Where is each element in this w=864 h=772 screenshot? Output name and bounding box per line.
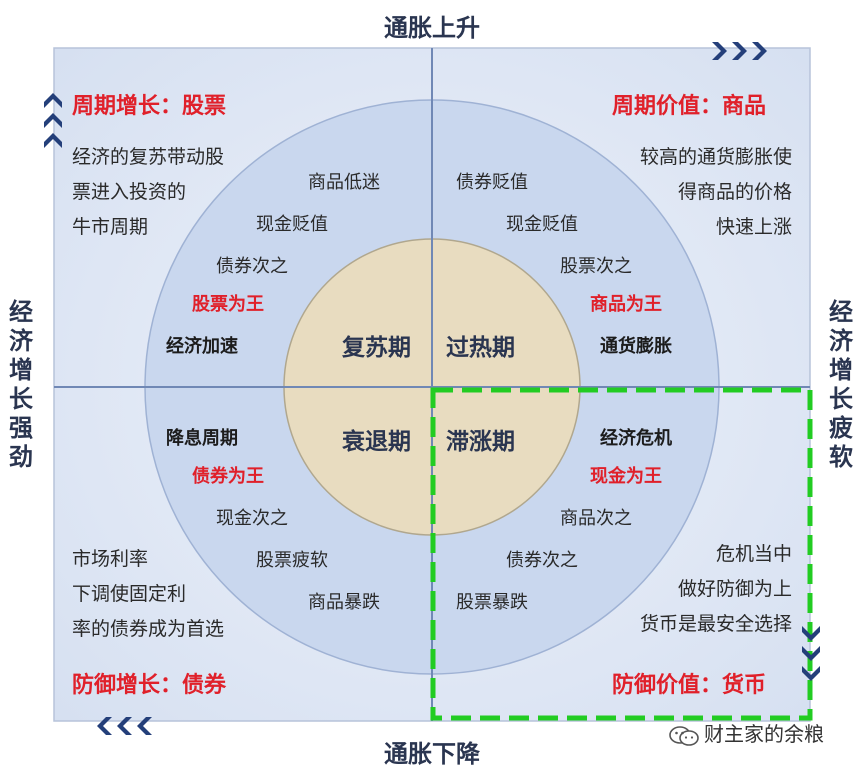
ring-label-highlight: 现金为王 — [590, 466, 662, 487]
ring-label-highlight: 商品为王 — [590, 294, 662, 315]
ring-label: 债券次之 — [506, 550, 578, 571]
axis-label-left: 经济增长强劲 — [9, 298, 33, 471]
highlight-box — [430, 387, 813, 721]
phase-overheat: 过热期 — [446, 335, 515, 361]
phase-recession: 衰退期 — [342, 429, 411, 455]
ring-label: 债券贬值 — [456, 172, 528, 193]
wechat-icon — [669, 725, 699, 746]
ring-label: 商品暴跌 — [308, 592, 380, 613]
quadrant-desc-top-left: 经济的复苏带动股 票进入投资的 牛市周期 — [72, 146, 225, 238]
quadrant-title-bottom-left: 防御增长：债券 — [72, 673, 227, 698]
ring-label: 股票暴跌 — [456, 592, 528, 613]
chevron-down-icon — [802, 626, 820, 681]
chevron-right-icon — [712, 42, 767, 60]
ring-label-highlight: 股票为王 — [192, 294, 264, 315]
quadrant-title-bottom-right: 防御价值：货币 — [612, 673, 767, 698]
axis-label-right: 经济增长疲软 — [829, 298, 853, 471]
ring-label-phase-cause: 经济危机 — [600, 428, 672, 449]
chevron-up-icon — [44, 93, 62, 148]
ring-label: 商品次之 — [560, 508, 632, 529]
watermark: 财主家的余粮 — [668, 718, 824, 747]
quadrant-desc-top-right: 较高的通货膨胀使 得商品的价格 快速上涨 — [639, 146, 792, 238]
ring-label-highlight: 债券为王 — [192, 466, 264, 487]
watermark-text: 财主家的余粮 — [704, 722, 824, 746]
ring-label: 债券次之 — [216, 256, 288, 277]
phase-recovery: 复苏期 — [342, 335, 411, 361]
quadrant-title-top-right: 周期价值：商品 — [612, 94, 767, 119]
quadrant-desc-bottom-left: 市场利率 下调使固定利 率的债券成为首选 — [72, 548, 225, 640]
ring-label: 商品低迷 — [308, 172, 380, 193]
ring-label: 现金贬值 — [256, 214, 328, 235]
chevron-left-icon — [97, 717, 152, 735]
ring-label-phase-cause: 降息周期 — [166, 428, 238, 449]
ring-label: 股票疲软 — [256, 550, 328, 571]
ring-label-phase-cause: 经济加速 — [166, 336, 238, 357]
ring-label: 现金次之 — [216, 508, 288, 529]
axis-label-top: 通胀上升 — [384, 14, 480, 42]
phase-stagflation: 滞涨期 — [446, 429, 515, 455]
ring-label: 股票次之 — [560, 256, 632, 277]
quadrant-desc-bottom-right: 危机当中 做好防御为上 货币是最安全选择 — [639, 543, 792, 635]
ring-label-phase-cause: 通货膨胀 — [600, 336, 672, 357]
axis-label-bottom: 通胀下降 — [384, 740, 480, 768]
quadrant-title-top-left: 周期增长：股票 — [72, 94, 227, 119]
ring-label: 现金贬值 — [506, 214, 578, 235]
